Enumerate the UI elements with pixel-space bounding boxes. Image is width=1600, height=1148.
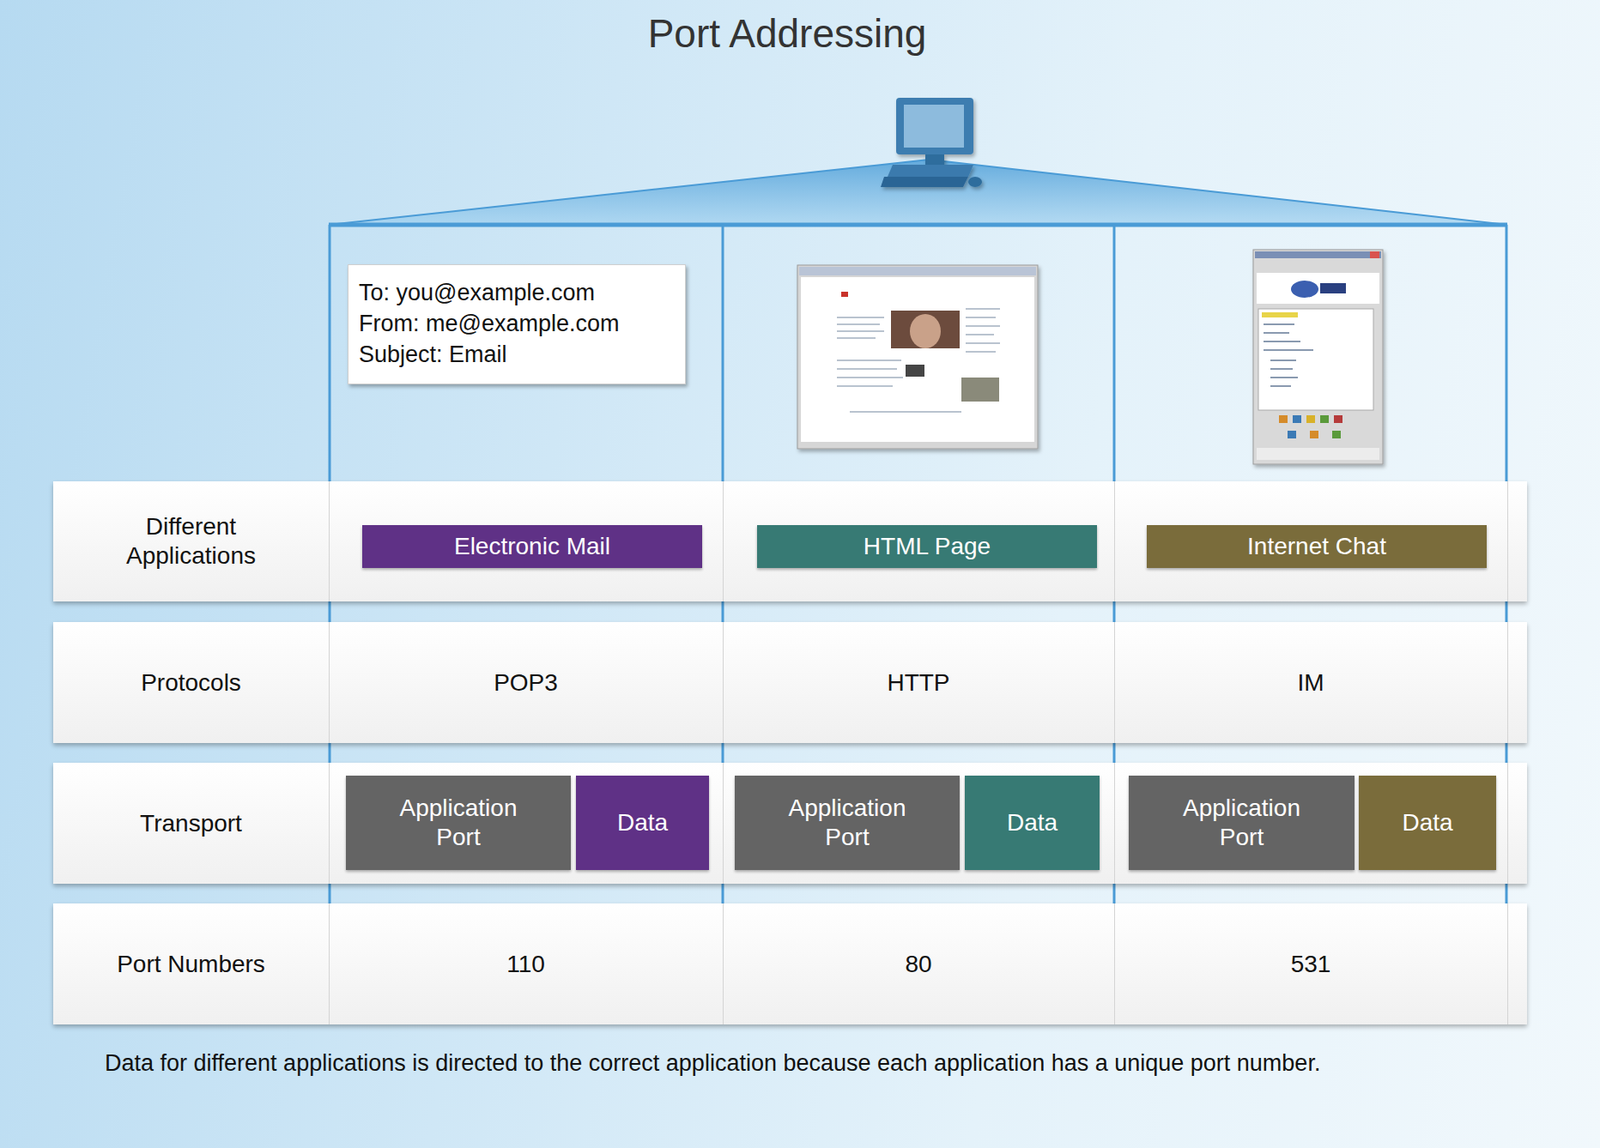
monitor-neck	[925, 154, 945, 165]
table-cell: Protocols	[53, 622, 329, 744]
computer-base	[887, 164, 974, 177]
data-box: Data	[575, 775, 710, 871]
row-label: Transport	[139, 809, 243, 839]
fan-edge	[328, 159, 929, 225]
email-header-line: From: me@example.com	[358, 308, 675, 340]
cell-divider	[328, 622, 330, 744]
box-label: Electronic Mail	[454, 532, 611, 562]
chat-close	[1369, 251, 1380, 259]
page-thumbnail	[905, 364, 925, 377]
chat-list-lines	[1263, 324, 1314, 387]
chat-toolbar	[1278, 415, 1343, 439]
web-page-screenshot	[797, 265, 1038, 449]
chat-statusbar	[1256, 448, 1380, 461]
cell-text: IM	[1296, 668, 1324, 698]
row-label: Port Numbers	[116, 950, 266, 980]
browser-page	[800, 277, 1035, 443]
page-text-lines	[836, 309, 1000, 413]
row-label: Protocols	[140, 668, 242, 698]
row-label: Different Applications	[92, 512, 291, 570]
box-label: Data	[1006, 808, 1058, 838]
cell-divider	[722, 903, 724, 1025]
application-bar: Internet Chat	[1146, 525, 1487, 569]
table-cell: HTTP	[722, 622, 1115, 744]
cell-divider	[1114, 481, 1116, 602]
monitor	[896, 97, 974, 155]
cell-divider	[722, 481, 724, 602]
cell-text: 531	[1290, 950, 1332, 980]
chat-banner	[1256, 272, 1380, 304]
chat-logo-word	[1320, 283, 1346, 294]
email-header-box: To: you@example.comFrom: me@example.comS…	[347, 264, 686, 385]
chat-buddy-list	[1258, 309, 1374, 411]
chat-window-screenshot	[1253, 249, 1383, 465]
chat-logo	[1290, 280, 1319, 298]
cell-text: POP3	[493, 668, 558, 698]
cell-divider	[1507, 903, 1509, 1025]
table-cell: Port Numbers	[53, 903, 329, 1025]
port-box: Application Port	[734, 775, 960, 871]
page-thumbnail	[961, 377, 1000, 402]
box-label: Application Port	[765, 793, 929, 852]
mouse	[968, 176, 982, 188]
row-band: Protocols POP3 HTTP IM	[53, 622, 1528, 744]
keyboard	[880, 176, 969, 188]
application-bar: HTML Page	[757, 525, 1097, 569]
cell-divider	[1507, 763, 1509, 885]
data-box: Data	[964, 775, 1100, 871]
table-cell: 531	[1114, 903, 1508, 1025]
cell-divider	[328, 903, 330, 1025]
row-band: Transport Application Port Data Application…	[53, 763, 1528, 885]
page-photo-face	[909, 314, 941, 349]
cell-divider	[1507, 481, 1509, 602]
page-photo	[890, 310, 960, 349]
cell-text: 80	[904, 950, 932, 980]
cell-divider	[328, 481, 330, 602]
email-header-line: Subject: Email	[358, 339, 675, 370]
application-bar: Electronic Mail	[362, 525, 703, 569]
cell-divider	[1114, 763, 1116, 885]
row-band: Different Applications Electronic Mail HTM…	[53, 481, 1528, 602]
diagram-caption: Data for different applications is direc…	[104, 1047, 1341, 1080]
port-box: Application Port	[1128, 775, 1355, 871]
chat-titlebar	[1254, 251, 1382, 259]
table-cell: Different Applications	[53, 481, 329, 602]
table-cell: IM	[1114, 622, 1508, 744]
cell-divider	[1114, 622, 1116, 744]
box-label: HTML Page	[863, 532, 991, 562]
table-cell: Transport	[53, 763, 329, 885]
table-cell: 80	[722, 903, 1115, 1025]
monitor-screen	[903, 104, 964, 148]
cell-divider	[1114, 903, 1116, 1025]
port-box: Application Port	[345, 775, 571, 871]
table-cell: 110	[328, 903, 723, 1025]
box-label: Data	[1401, 808, 1453, 838]
page-logo	[841, 291, 849, 297]
frame-top-line	[328, 223, 1508, 228]
cell-text: 110	[506, 950, 546, 980]
diagram-title: Port Addressing	[0, 10, 1575, 57]
data-box: Data	[1358, 775, 1497, 871]
browser-titlebar	[799, 266, 1037, 276]
email-header-line: To: you@example.com	[358, 277, 675, 309]
fan-edge	[928, 159, 1508, 225]
cell-text: HTTP	[886, 668, 950, 698]
computer-icon	[880, 97, 982, 188]
cell-divider	[328, 763, 330, 885]
browser-frame	[797, 265, 1038, 449]
box-label: Internet Chat	[1247, 532, 1387, 562]
chat-highlight	[1261, 312, 1298, 318]
box-label: Data	[617, 808, 668, 838]
box-label: Application Port	[376, 793, 540, 852]
cell-divider	[722, 622, 724, 744]
table-cell: POP3	[328, 622, 723, 744]
row-band: Port Numbers 110 80 531	[53, 903, 1528, 1025]
cell-divider	[722, 763, 724, 885]
fan-shape	[328, 159, 1508, 225]
box-label: Application Port	[1160, 793, 1324, 852]
cell-divider	[1507, 622, 1509, 744]
chat-frame	[1253, 249, 1383, 465]
